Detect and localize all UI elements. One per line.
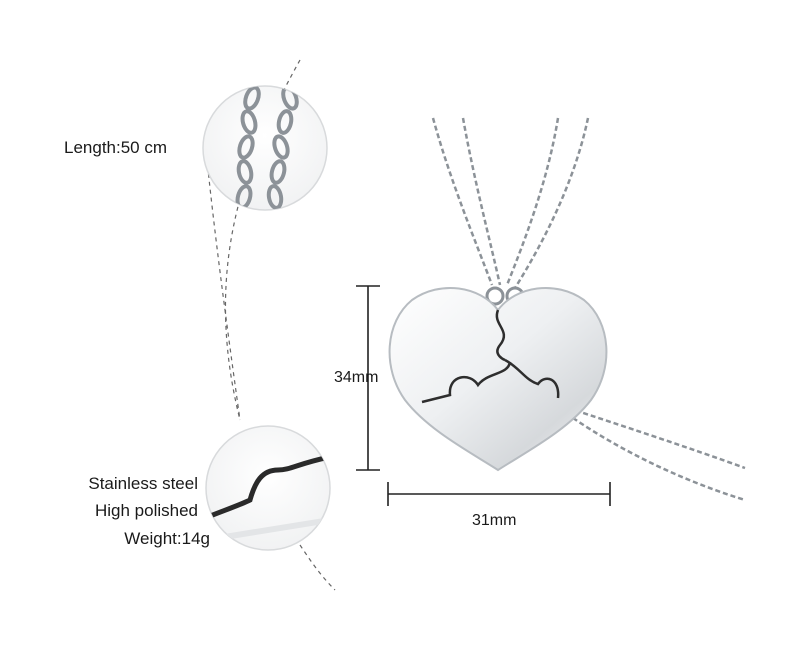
length-label: Length:50 cm: [64, 138, 168, 157]
width-dimension-label: 31mm: [472, 512, 517, 529]
finish-label: High polished: [94, 501, 198, 520]
weight-label: Weight:14g: [124, 529, 210, 548]
width-dimension-line: [387, 482, 611, 506]
height-dimension-label: 34mm: [334, 369, 379, 386]
puzzle-edge-detail-circle: [205, 425, 331, 551]
heart-pendant: [388, 287, 608, 472]
material-label: Stainless steel: [88, 474, 198, 493]
chain-detail-circle: [202, 85, 328, 211]
height-dimension-line: [356, 285, 380, 471]
